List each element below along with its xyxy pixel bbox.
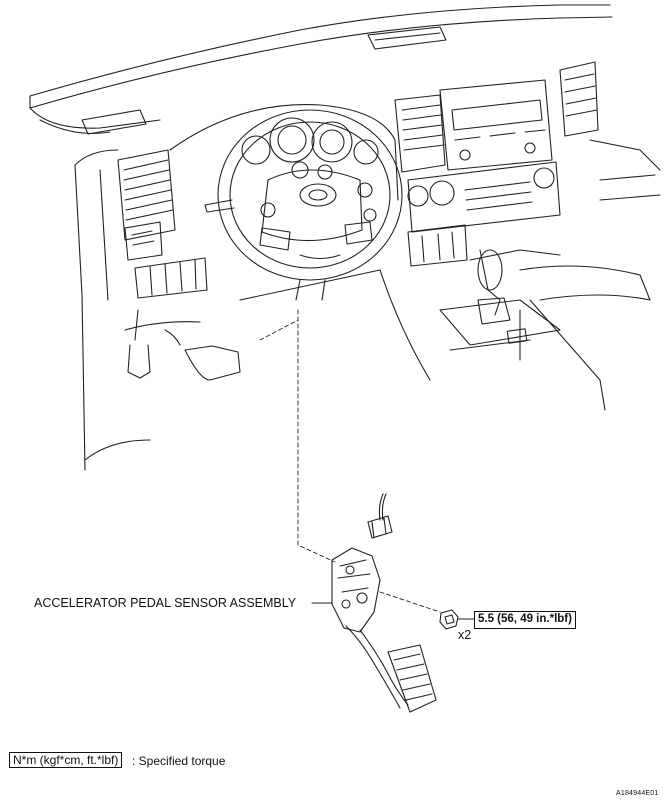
floor-pedals bbox=[84, 269, 381, 461]
sensor-connector bbox=[367, 493, 393, 539]
callout-lines bbox=[311, 602, 475, 620]
center-stack bbox=[394, 61, 661, 267]
accelerator-pedal-sensor-assembly bbox=[331, 547, 437, 713]
figure-code: A184944E01 bbox=[616, 790, 659, 797]
bolt-icon bbox=[439, 609, 459, 630]
quantity-label: x2 bbox=[458, 628, 472, 642]
dashboard-top bbox=[29, 4, 613, 135]
leader-lines bbox=[259, 309, 441, 613]
torque-legend-description: : Specified torque bbox=[132, 754, 226, 768]
torque-value-box: 5.5 (56, 49 in.*lbf) bbox=[474, 611, 576, 629]
component-label: ACCELERATOR PEDAL SENSOR ASSEMBLY bbox=[34, 596, 297, 610]
left-panel bbox=[74, 149, 208, 471]
instrument-cluster bbox=[169, 104, 399, 201]
steering-wheel bbox=[204, 109, 403, 301]
center-console bbox=[379, 249, 651, 411]
torque-unit-legend-box: N*m (kgf*cm, ft.*lbf) bbox=[9, 752, 123, 768]
